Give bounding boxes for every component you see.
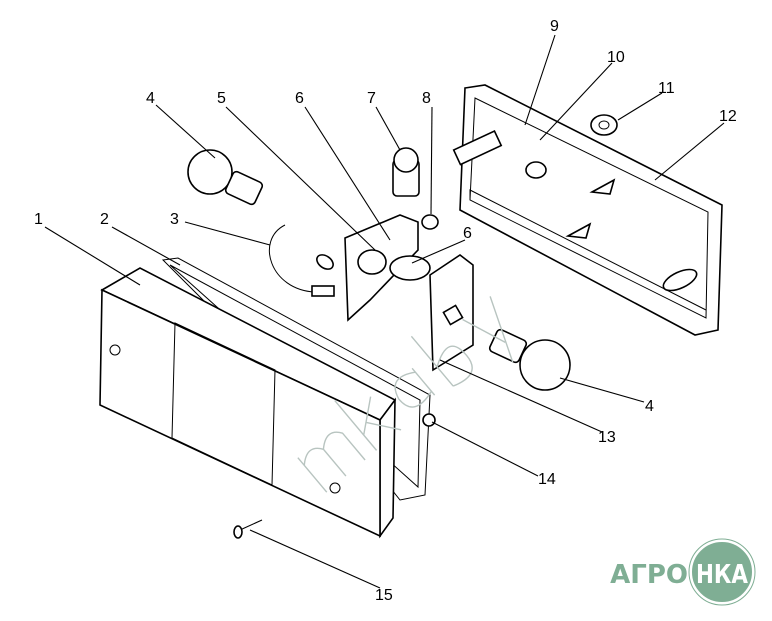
- watermark: [297, 296, 514, 493]
- bulb: [488, 328, 571, 391]
- nut: [421, 214, 439, 230]
- callout-6: 6: [295, 90, 304, 107]
- lamp-housing: [452, 84, 723, 336]
- washer-hole: [598, 120, 610, 130]
- callout-3: 3: [170, 211, 179, 228]
- callout-14: 14: [538, 471, 556, 488]
- callout-4: 4: [146, 90, 155, 107]
- bulb-holder-bracket: [344, 214, 474, 372]
- callout-6b: 6: [463, 225, 472, 242]
- callout-11: 11: [658, 80, 675, 97]
- washer: [590, 114, 618, 136]
- callout-13: 13: [598, 429, 616, 446]
- nut: [422, 413, 436, 427]
- callout-5: 5: [217, 90, 226, 107]
- bulb-small: [392, 147, 420, 197]
- callout-7: 7: [367, 90, 376, 107]
- callout-2: 2: [100, 211, 109, 228]
- callout-1: 1: [34, 211, 43, 228]
- logo-left-text: АГРО: [610, 560, 688, 590]
- callout-15: 15: [375, 587, 393, 604]
- leader-lines: [44, 34, 725, 589]
- ground-wire: [268, 224, 335, 297]
- agronka-logo: АГРО НКА: [610, 538, 756, 606]
- callout-10: 10: [607, 49, 625, 66]
- screw: [233, 519, 263, 539]
- bulb: [187, 149, 264, 206]
- callout-4b: 4: [645, 398, 654, 415]
- logo-right-text: НКА: [696, 560, 748, 590]
- callout-9: 9: [550, 18, 559, 35]
- callout-12: 12: [719, 108, 737, 125]
- lamp-lens: [99, 267, 397, 539]
- callout-8: 8: [422, 90, 431, 107]
